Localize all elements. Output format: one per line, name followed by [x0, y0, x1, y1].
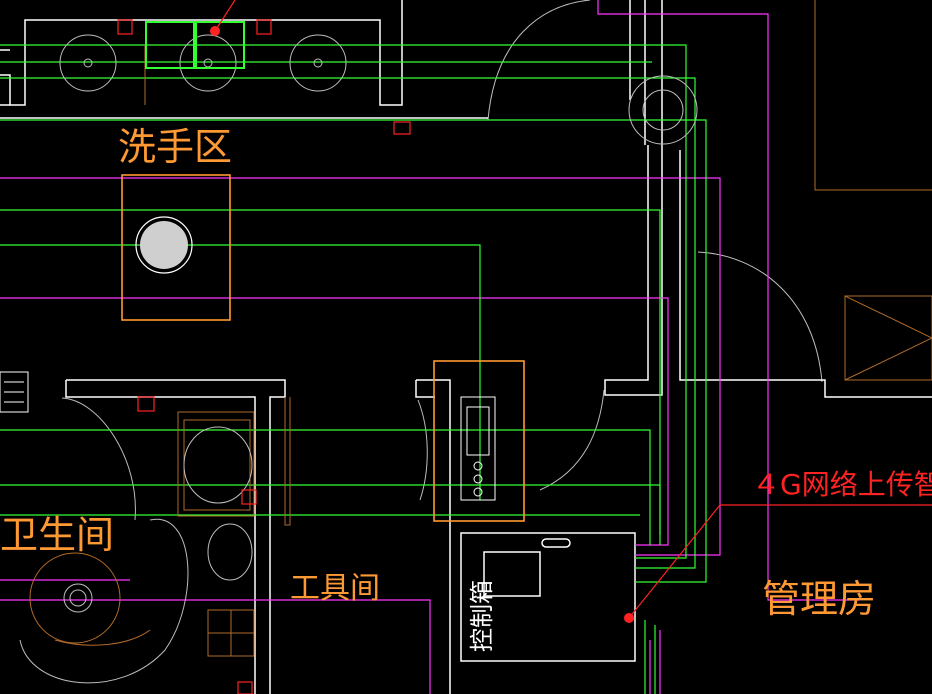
label-management-room: 管理房	[762, 577, 876, 621]
device-panel	[460, 396, 496, 501]
selected-fixtures	[145, 21, 245, 69]
fixture-outlines	[29, 0, 932, 657]
control-box-panel	[483, 551, 541, 597]
control-box-outline	[460, 532, 636, 662]
floor-drain	[135, 216, 193, 274]
uplink-dot	[624, 613, 634, 623]
label-uplink-note: ４G网络上传智慧	[752, 468, 932, 501]
label-wash-area: 洗手区	[118, 125, 232, 169]
wash-area-frame	[121, 174, 231, 321]
label-control-box: 控制箱	[468, 580, 496, 652]
magenta-wires	[0, 0, 860, 694]
sensor-dot	[210, 26, 220, 36]
control-box-indicator	[541, 538, 571, 548]
sign-icon	[0, 371, 29, 413]
label-restroom: 卫生间	[0, 513, 114, 557]
device-frame	[433, 360, 525, 522]
orange-frames	[121, 174, 525, 522]
red-devices	[117, 0, 932, 694]
basins	[19, 34, 698, 684]
green-wires	[0, 44, 707, 694]
label-tool-room: 工具间	[290, 571, 380, 606]
